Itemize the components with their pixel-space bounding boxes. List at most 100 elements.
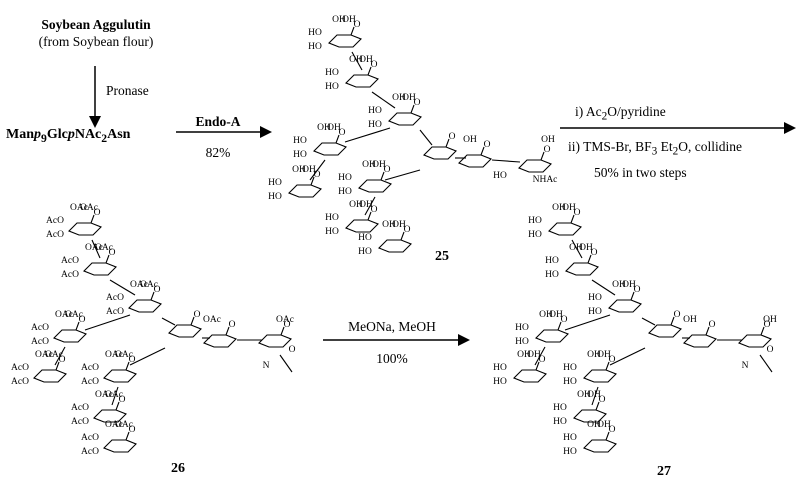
- ring-oxygen-label: O: [109, 248, 116, 258]
- sugar-ring: [388, 112, 422, 126]
- glycosidic-bond: [364, 196, 376, 216]
- sugar-ring: [288, 184, 322, 198]
- ring-oxygen-label: O: [414, 98, 421, 108]
- substituent-label: HO: [493, 363, 507, 373]
- substituent-label: OH: [382, 220, 396, 230]
- substituent-label: AcO: [81, 377, 99, 387]
- ring-oxygen-label: O: [574, 208, 581, 218]
- substituent-label: OH: [372, 160, 386, 170]
- substituent-label: AcO: [61, 256, 79, 266]
- sugar-ring: [518, 159, 552, 173]
- ring-oxygen-label: O: [484, 140, 491, 150]
- substituent-label: AcO: [81, 363, 99, 373]
- ring-oxygen-label: O: [764, 320, 771, 330]
- sugar-ring: [583, 369, 617, 383]
- sugar-ring: [358, 179, 392, 193]
- substituent-label: OAc: [140, 280, 158, 290]
- deprotection-reagents: MeONa, MeOH: [348, 319, 436, 334]
- substituent-label: HO: [338, 173, 352, 183]
- substituent-label: AcO: [81, 433, 99, 443]
- source-origin: (from Soybean flour): [38, 34, 154, 49]
- substituent-label: HO: [588, 293, 602, 303]
- substituent-label: OH: [402, 93, 416, 103]
- glycosidic-bond: [571, 239, 583, 259]
- substituent-label: OH: [302, 165, 316, 175]
- substituent-label: HO: [293, 136, 307, 146]
- glycosidic-bond: [564, 314, 611, 331]
- substituent-label: AcO: [31, 337, 49, 347]
- glycosidic-bond: [351, 51, 363, 71]
- glycosidic-bond: [591, 279, 616, 296]
- sugar-ring: [128, 299, 162, 313]
- ring-oxygen-label: O: [599, 395, 606, 405]
- sugar-ring: [608, 299, 642, 313]
- sugar-ring: [513, 369, 547, 383]
- glycosidic-bond: [161, 317, 176, 326]
- substituent-label: OH: [597, 420, 611, 430]
- substituent-label: OH: [539, 310, 553, 320]
- substituent-label: OH: [349, 200, 363, 210]
- compound-26-label: 26: [171, 461, 185, 476]
- substituent-label: HO: [358, 247, 372, 257]
- sugar-ring: [345, 219, 379, 233]
- ring-oxygen-label: O: [154, 285, 161, 295]
- ring-oxygen-label: O: [314, 170, 321, 180]
- sugar-ring: [565, 262, 599, 276]
- substituent-label: OH: [763, 315, 777, 325]
- ring-oxygen-label: O: [709, 320, 716, 330]
- substituent-label: OH: [577, 390, 591, 400]
- substituent-label: HO: [308, 42, 322, 52]
- sugar-ring: [738, 334, 772, 348]
- substituent-label: OH: [541, 135, 555, 145]
- ring-oxygen-label: O: [371, 205, 378, 215]
- substituent-label: HO: [528, 216, 542, 226]
- substituent-label: OH: [359, 200, 373, 210]
- glycosidic-bond: [344, 127, 391, 143]
- substituent-label: OH: [527, 350, 541, 360]
- substituent-label: HO: [553, 403, 567, 413]
- substituent-label: HO: [358, 233, 372, 243]
- substituent-label: HO: [325, 213, 339, 223]
- substituent-label: OH: [292, 165, 306, 175]
- sugar-ring: [168, 324, 202, 338]
- compound-25-structure: OHOHOOHOHOHOHOOHOHOHOHOOHOHOHOHOOHOHOHOH…: [268, 15, 557, 257]
- substituent-label: OH: [683, 315, 697, 325]
- substituent-label: HO: [368, 106, 382, 116]
- substituent-label: OAc: [95, 243, 113, 253]
- substituent-label: OAc: [115, 420, 133, 430]
- sugar-ring: [345, 74, 379, 88]
- ring-oxygen-label: O: [384, 165, 391, 175]
- ring-oxygen-label: O: [289, 345, 296, 355]
- substituent-label: OH: [332, 15, 346, 25]
- substituent-label: OH: [549, 310, 563, 320]
- arrow-protection: [560, 122, 796, 134]
- ring-oxygen-label: O: [544, 145, 551, 155]
- substituent-label: OH: [359, 55, 373, 65]
- ring-oxygen-label: O: [354, 20, 361, 30]
- substituent-label: OH: [392, 93, 406, 103]
- substituent-label: OAc: [203, 315, 221, 325]
- substituent-label: OH: [562, 203, 576, 213]
- substituent-label: OAc: [70, 203, 88, 213]
- source-name: Soybean Aggulutin: [41, 17, 151, 32]
- substituent-label: OH: [327, 123, 341, 133]
- glycosidic-bond: [109, 279, 136, 296]
- substituent-label: OH: [463, 135, 477, 145]
- ring-oxygen-label: O: [94, 208, 101, 218]
- glycosidic-bond: [54, 346, 66, 366]
- glycosidic-bond: [641, 317, 656, 326]
- sugar-ring: [103, 439, 137, 453]
- sugar-ring: [53, 329, 87, 343]
- substituent-label: OAc: [85, 243, 103, 253]
- substituent-label: OAc: [55, 310, 73, 320]
- sugar-ring: [258, 334, 292, 348]
- glycosidic-bond: [491, 159, 521, 163]
- substituent-label: HO: [325, 82, 339, 92]
- glycosidic-bond: [84, 314, 131, 331]
- arrow-endo-a: [176, 126, 272, 138]
- substituent-label: OAc: [276, 315, 294, 325]
- substituent-label: HO: [493, 377, 507, 387]
- glycosidic-bond: [609, 347, 646, 366]
- ring-oxygen-label: O: [767, 345, 774, 355]
